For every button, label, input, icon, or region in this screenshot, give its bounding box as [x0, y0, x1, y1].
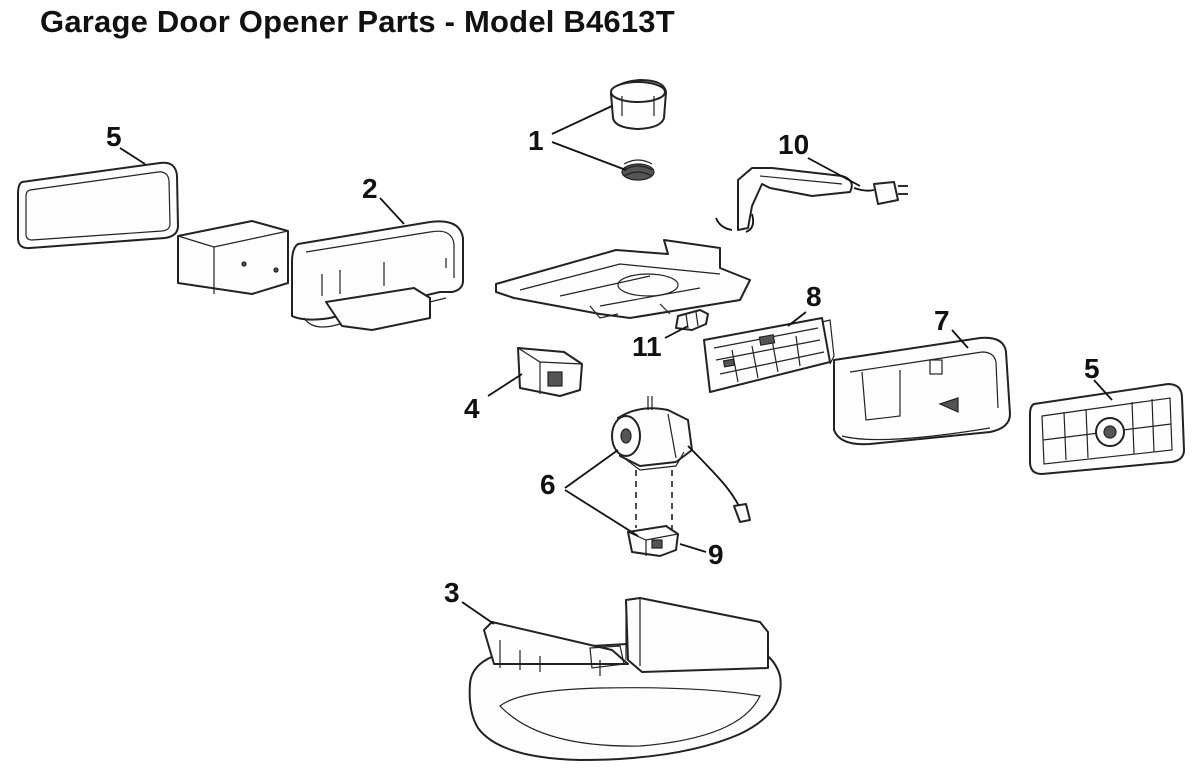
callout-10: 10: [778, 129, 809, 160]
light-socket-box: [177, 220, 289, 295]
callout-1: 1: [528, 125, 544, 156]
callout-6: 6: [540, 469, 556, 500]
part-4-capacitor[interactable]: [517, 347, 583, 397]
callout-3: 3: [444, 577, 460, 608]
chassis-plate: [495, 239, 751, 319]
part-3-housing[interactable]: [468, 597, 782, 761]
leader-lines: [119, 105, 1113, 625]
part-8-logic-board[interactable]: [703, 317, 835, 393]
part-2-end-panel[interactable]: [291, 220, 464, 331]
callout-5-left: 5: [106, 121, 122, 152]
part-5-lens-right[interactable]: [1029, 383, 1185, 475]
callout-2: 2: [362, 173, 378, 204]
part-11-bracket[interactable]: [675, 309, 709, 331]
part-9-drive-gear[interactable]: [627, 525, 679, 557]
part-1-cap-and-spring[interactable]: [610, 79, 667, 181]
callout-5-right: 5: [1084, 353, 1100, 384]
diagram-title: Garage Door Opener Parts - Model B4613T: [40, 4, 675, 39]
callout-7: 7: [934, 305, 950, 336]
callout-9: 9: [708, 539, 724, 570]
part-6-motor[interactable]: [611, 396, 751, 523]
part-10-power-cord[interactable]: [715, 167, 908, 233]
part-7-end-panel-right[interactable]: [833, 336, 1011, 446]
part-5-lens-left[interactable]: [17, 161, 179, 250]
callout-4: 4: [464, 393, 480, 424]
callout-8: 8: [806, 281, 822, 312]
callout-11: 11: [632, 331, 662, 362]
